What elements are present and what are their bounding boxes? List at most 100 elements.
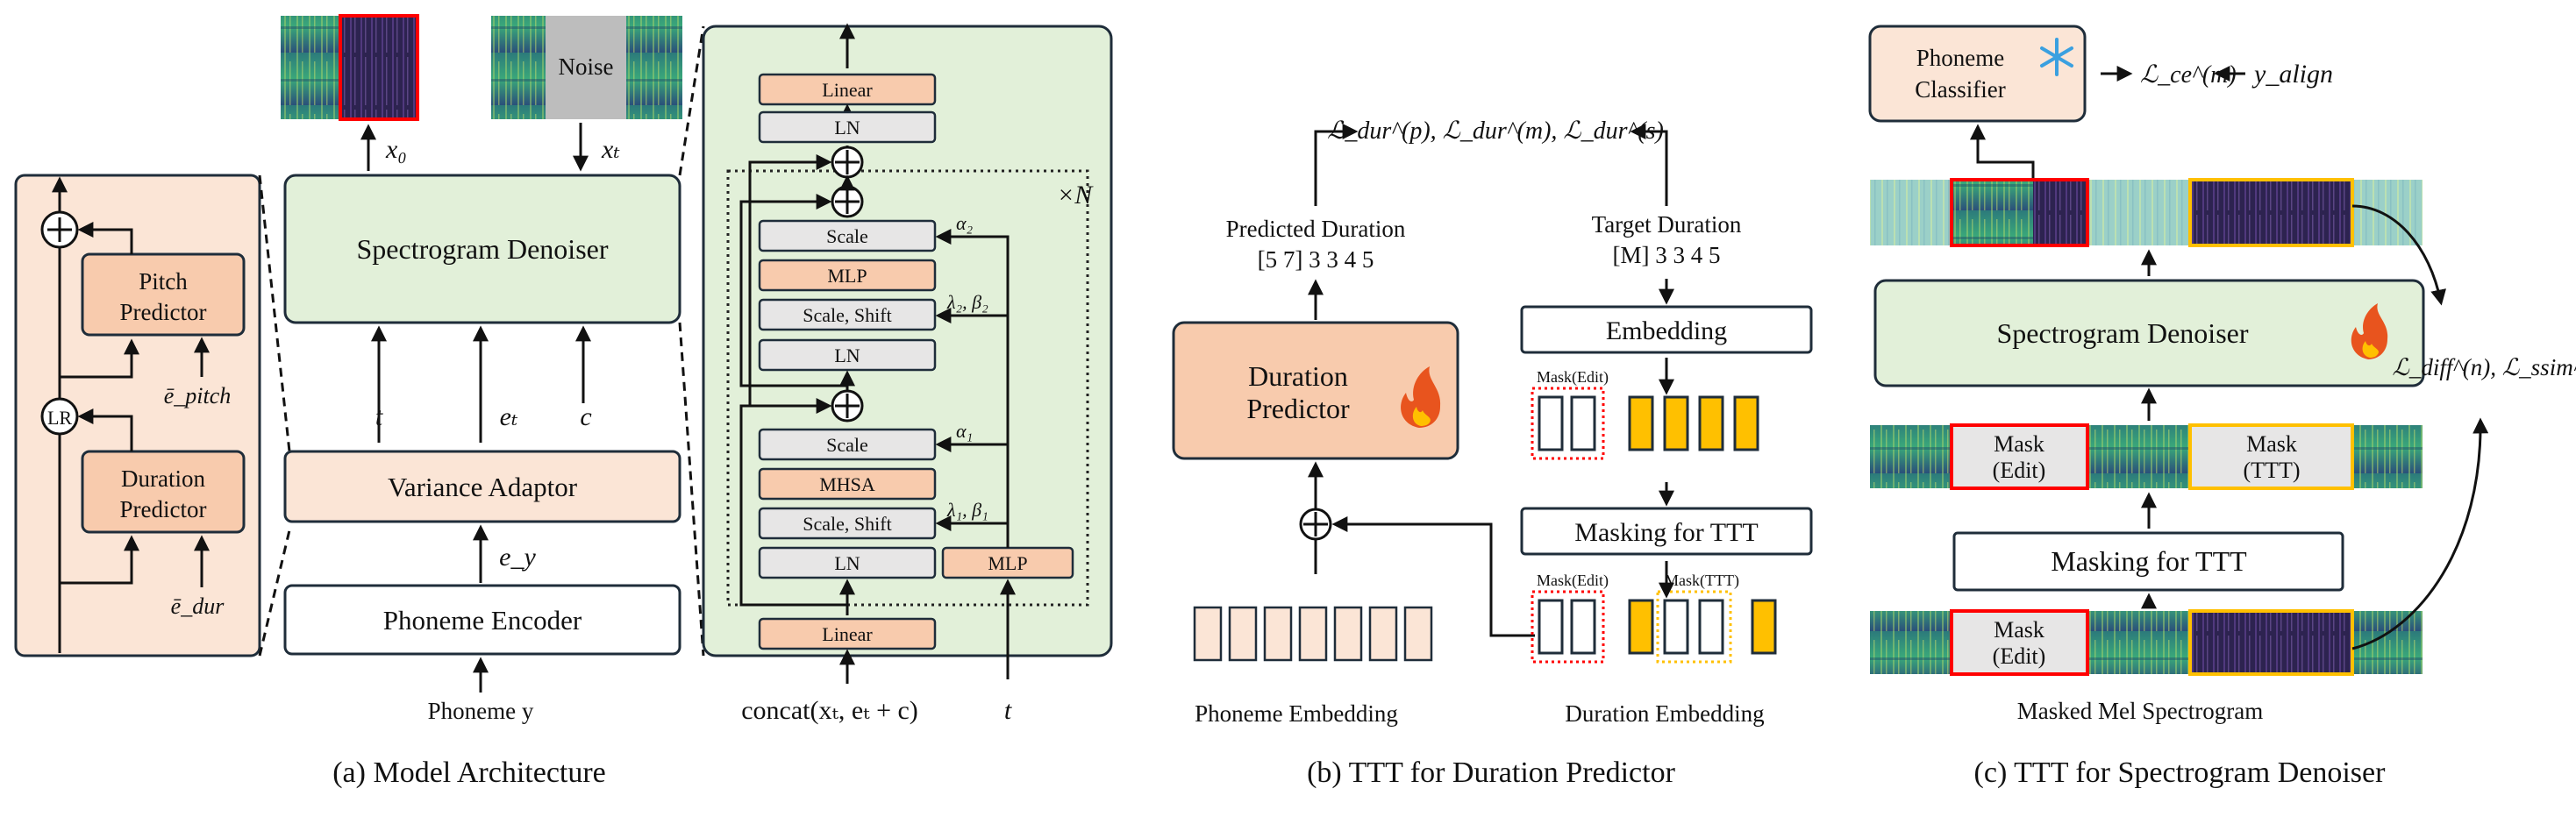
mhsa-box xyxy=(758,467,937,501)
variance-adaptor-box xyxy=(283,450,681,523)
phoneme-embedding-label: Phoneme Embedding xyxy=(1195,700,1398,727)
duration-predictor-b-line2: Predictor xyxy=(1246,393,1350,424)
snowflake-icon xyxy=(2040,38,2073,76)
middle-mask-ttt xyxy=(2188,423,2354,490)
y-align-label: y_align xyxy=(2251,60,2333,89)
middle-mask-edit-line2: (Edit) xyxy=(1993,458,2046,483)
phoneme-classifier-line1: Phoneme xyxy=(1916,45,2005,71)
mlp1-label: MLP xyxy=(827,265,867,287)
mask-edit-dotted-bottom xyxy=(1531,590,1605,664)
target-duration-values: [M] 3 3 4 5 xyxy=(1613,242,1721,268)
duration-tokens-top xyxy=(1538,395,1759,451)
caption-c: (c) TTT for Spectrogram Denoiser xyxy=(1974,757,2387,789)
duration-predictor-b-line1: Duration xyxy=(1248,360,1348,392)
panel-a: LR Pitch Predictor Duration Predictor ē_… xyxy=(14,14,1113,789)
target-duration-label: Target Duration xyxy=(1592,211,1742,238)
duration-predictor-a-line1: Duration xyxy=(121,465,205,492)
mask-edit-dotted-top xyxy=(1531,387,1605,460)
linear-top-label: Linear xyxy=(822,79,873,101)
middle-mask-ttt-line1: Mask xyxy=(2246,431,2297,457)
e-pitch-label: ē_pitch xyxy=(164,383,232,408)
fire-icon xyxy=(2351,303,2388,359)
noise-label: Noise xyxy=(559,53,614,80)
caption-b: (b) TTT for Duration Predictor xyxy=(1307,757,1676,789)
ey-label: e_y xyxy=(499,543,536,572)
embedding-label: Embedding xyxy=(1606,316,1727,345)
masking-ttt-box-b xyxy=(1520,507,1813,556)
variance-adaptor-label: Variance Adaptor xyxy=(388,472,578,502)
duration-loss-label: ℒ_dur^(p), ℒ_dur^(m), ℒ_dur^(s) xyxy=(1327,117,1664,145)
linear-bottom-box xyxy=(758,617,937,650)
mask-edit-label-bottom: Mask(Edit) xyxy=(1537,572,1609,590)
scale2-box xyxy=(758,219,937,252)
linear-bottom-label: Linear xyxy=(822,623,873,645)
middle-mask-edit xyxy=(1950,423,2089,490)
mask-edit-label-top: Mask(Edit) xyxy=(1537,368,1609,387)
panel-b: ℒ_dur^(p), ℒ_dur^(m), ℒ_dur^(s) Predicte… xyxy=(1172,117,1813,789)
bottom-mask-edit-line2: (Edit) xyxy=(1993,643,2046,669)
predicted-duration-label: Predicted Duration xyxy=(1226,216,1406,242)
mask-ttt-dotted xyxy=(1656,590,1732,664)
masked-mel-label: Masked Mel Spectrogram xyxy=(2017,698,2263,724)
fire-icon xyxy=(1401,366,1441,428)
t-label-a: t xyxy=(375,402,383,431)
alpha1-label: α₁ xyxy=(956,420,973,442)
phoneme-y-label: Phoneme y xyxy=(428,698,534,724)
bottom-ttt-outline xyxy=(2188,609,2354,676)
ln1-box xyxy=(758,546,937,579)
duration-predictor-box-a xyxy=(81,450,246,534)
scale2-label: Scale xyxy=(826,225,868,247)
spectrogram-denoiser-box-c xyxy=(1873,279,2425,387)
mlp-cond-label: MLP xyxy=(988,552,1027,574)
t-input-label: t xyxy=(1004,696,1012,725)
phoneme-classifier-box xyxy=(1868,25,2087,123)
masking-ttt-box-c xyxy=(1952,531,2344,592)
lb1-label: λ₁, β₁ xyxy=(946,499,988,521)
phoneme-classifier-line2: Classifier xyxy=(1915,76,2005,103)
e-dur-label: ē_dur xyxy=(171,593,225,619)
spectrogram-denoiser-c-label: Spectrogram Denoiser xyxy=(1996,317,2248,349)
ln-top-label: LN xyxy=(834,117,860,139)
mlp1-box xyxy=(758,259,937,292)
ln2-label: LN xyxy=(834,345,860,366)
duration-predictor-box-b xyxy=(1172,321,1459,460)
pitch-predictor-line1: Pitch xyxy=(139,268,188,295)
xt-label: xₜ xyxy=(601,135,620,164)
scale-shift1-label: Scale, Shift xyxy=(803,513,891,535)
phoneme-encoder-box xyxy=(283,584,681,656)
middle-mask-edit-line1: Mask xyxy=(1994,431,2044,457)
scale-shift2-box xyxy=(758,298,937,331)
scale1-label: Scale xyxy=(826,434,868,456)
alpha2-label: α₂ xyxy=(956,212,974,234)
ln1-label: LN xyxy=(834,552,860,574)
concat-input-label: concat(xₜ, eₜ + c) xyxy=(741,696,918,725)
duration-embedding-label: Duration Embedding xyxy=(1565,700,1764,727)
x0-highlight xyxy=(339,14,419,121)
masking-ttt-c-label: Masking for TTT xyxy=(2051,545,2247,577)
phoneme-encoder-label: Phoneme Encoder xyxy=(383,605,582,636)
embedding-box xyxy=(1520,305,1813,354)
top-edit-outline xyxy=(1950,178,2089,247)
duration-predictor-a-line2: Predictor xyxy=(120,496,207,522)
scale1-box xyxy=(758,428,937,461)
top-ttt-outline xyxy=(2188,178,2354,247)
predicted-duration-values: [5 7] 3 3 4 5 xyxy=(1258,246,1374,273)
scale-shift1-box xyxy=(758,507,937,540)
bottom-mask-edit-line1: Mask xyxy=(1994,617,2044,643)
repeat-label: ×N xyxy=(1057,181,1094,210)
diff-loss-label: ℒ_diff^(n), ℒ_ssim^(n) xyxy=(2392,354,2576,380)
et-label: eₜ xyxy=(500,402,518,431)
masking-ttt-b-label: Masking for TTT xyxy=(1574,518,1758,547)
panel-c: Phoneme Classifier ℒ_ce^(m) y_align Spec… xyxy=(1868,25,2576,789)
middle-mask-ttt-line2: (TTT) xyxy=(2244,458,2301,483)
ln-top-box xyxy=(758,110,937,144)
ln2-box xyxy=(758,338,937,372)
duration-tokens-bottom xyxy=(1538,599,1777,655)
mhsa-label: MHSA xyxy=(819,473,875,495)
pitch-predictor-line2: Predictor xyxy=(120,299,207,325)
mask-ttt-label: Mask(TTT) xyxy=(1665,572,1739,590)
noise-block xyxy=(546,16,626,119)
c-label: c xyxy=(580,402,591,431)
bottom-mask-edit xyxy=(1950,609,2089,676)
